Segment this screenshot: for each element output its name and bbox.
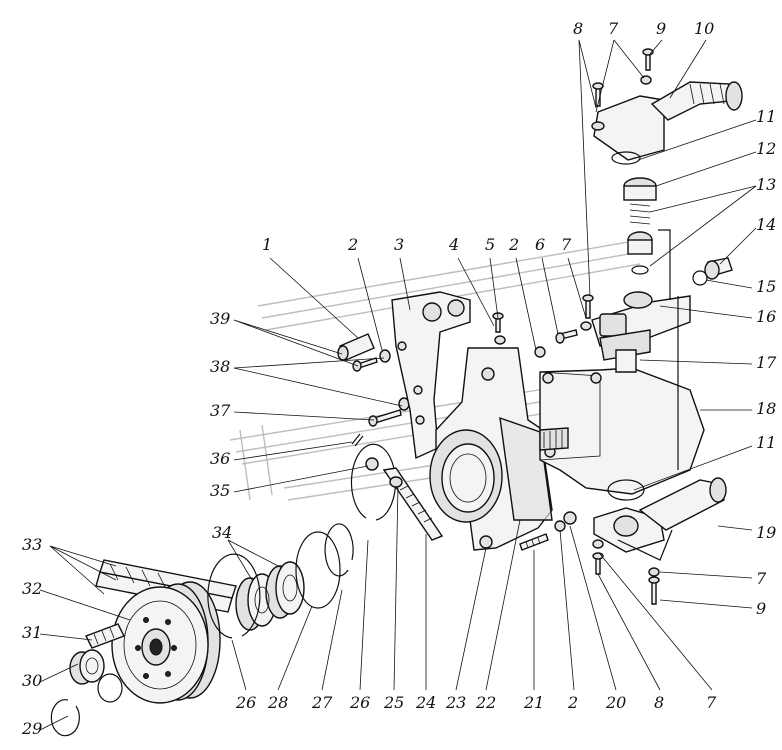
callout-label: 7 [608,19,619,38]
callout-label: 11 [756,107,776,126]
callout-label: 28 [267,693,288,712]
callout-label: 34 [212,523,232,542]
callout-label: 5 [485,235,495,254]
callout-label: 38 [210,357,230,376]
stud-part [519,533,549,551]
fitting-part [692,257,733,286]
callout-label: 27 [311,693,333,712]
callout-label: 18 [756,399,776,418]
callout-label: 23 [445,693,466,712]
retaining-ring-part [207,443,397,639]
plunger-spring-part [623,177,671,300]
callout-label: 30 [22,671,42,690]
callout-label: 19 [756,523,776,542]
callout-label: 26 [235,693,256,712]
callout-label: 6 [535,235,545,254]
callout-label: 13 [756,175,776,194]
cotter-pin-part [351,433,364,447]
callout-label: 25 [383,693,404,712]
callout-label: 2 [567,693,578,712]
pulley-part [111,581,221,704]
callout-label: 39 [210,309,230,328]
pin-part [337,333,375,361]
callout-label: 33 [22,535,42,554]
callout-label: 11 [756,433,776,452]
callout-label: 37 [210,401,231,420]
callout-label: 2 [508,235,519,254]
callout-label: 7 [561,235,572,254]
callout-label: 16 [756,307,776,326]
callout-label: 12 [756,139,776,158]
callout-label: 20 [605,693,626,712]
pipe-cover-part [591,81,743,165]
gearbox-body-part [539,367,705,495]
callout-label: 22 [475,693,496,712]
callout-label: 8 [654,693,664,712]
callout-numbers: 1 2 3 4 5 2 6 7 8 7 9 10 11 12 13 14 15 … [21,19,777,738]
callout-label: 9 [756,599,766,618]
callout-label: 7 [756,569,767,588]
callout-label: 4 [448,235,459,254]
gasket-part [499,416,553,521]
callout-label: 21 [523,693,544,712]
callout-label: 10 [694,19,714,38]
callout-label: 36 [210,449,230,468]
callout-label: 29 [21,719,42,738]
callout-label: 17 [756,353,777,372]
callout-label: 3 [394,235,404,254]
callout-label: 26 [349,693,370,712]
o-ring-part [97,673,123,703]
callout-label: 9 [656,19,666,38]
outlet-flange-part [593,477,727,561]
threaded-stud-part [382,467,444,541]
callout-label: 24 [415,693,436,712]
key-strip-part [85,623,125,649]
callout-label: 31 [22,623,42,642]
callout-label: 7 [706,693,717,712]
washer-part [365,349,410,471]
ball-bearing-part [235,561,305,631]
small-bearing-part [69,649,105,685]
valve-housing-part [591,291,691,470]
callout-label: 15 [756,277,776,296]
callout-label: 2 [347,235,358,254]
bolt-part-lower [554,511,660,605]
callout-label: 35 [210,481,230,500]
leader-lines [39,39,757,731]
bracket-part [391,291,471,460]
callout-label: 1 [262,235,272,254]
callout-label: 8 [573,19,583,38]
circlip-part [50,699,80,737]
screw-part [492,48,654,358]
callout-label: 14 [756,215,776,234]
callout-label: 32 [22,579,42,598]
